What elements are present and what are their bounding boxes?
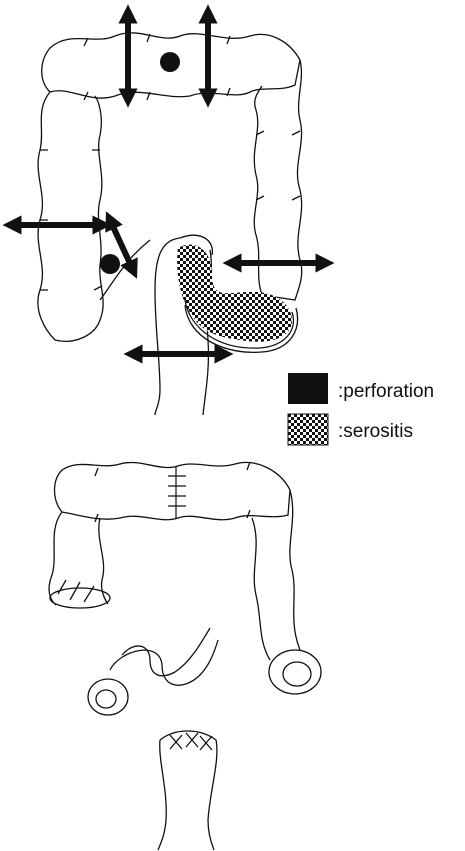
serositis-region bbox=[177, 244, 292, 341]
legend-swatch-perforation bbox=[288, 373, 328, 404]
postoperative-colon bbox=[49, 462, 321, 850]
colostomy-stoma bbox=[269, 650, 321, 694]
perforation-spot bbox=[100, 254, 120, 274]
ascending-colon bbox=[38, 92, 103, 341]
legend-swatch-serositis bbox=[288, 414, 328, 445]
legend-label-serositis: :serositis bbox=[338, 421, 413, 442]
legend-label-perforation: :perforation bbox=[338, 381, 434, 402]
ileostomy-stoma bbox=[88, 679, 128, 715]
reconstructed-transverse-colon bbox=[55, 462, 291, 519]
anastomosis bbox=[168, 466, 186, 518]
rectal-stump bbox=[158, 731, 217, 850]
perforation-spot bbox=[160, 52, 180, 72]
ileum-loop bbox=[110, 628, 218, 685]
preoperative-colon bbox=[12, 14, 325, 415]
legend: :perforation :serositis bbox=[288, 373, 434, 445]
